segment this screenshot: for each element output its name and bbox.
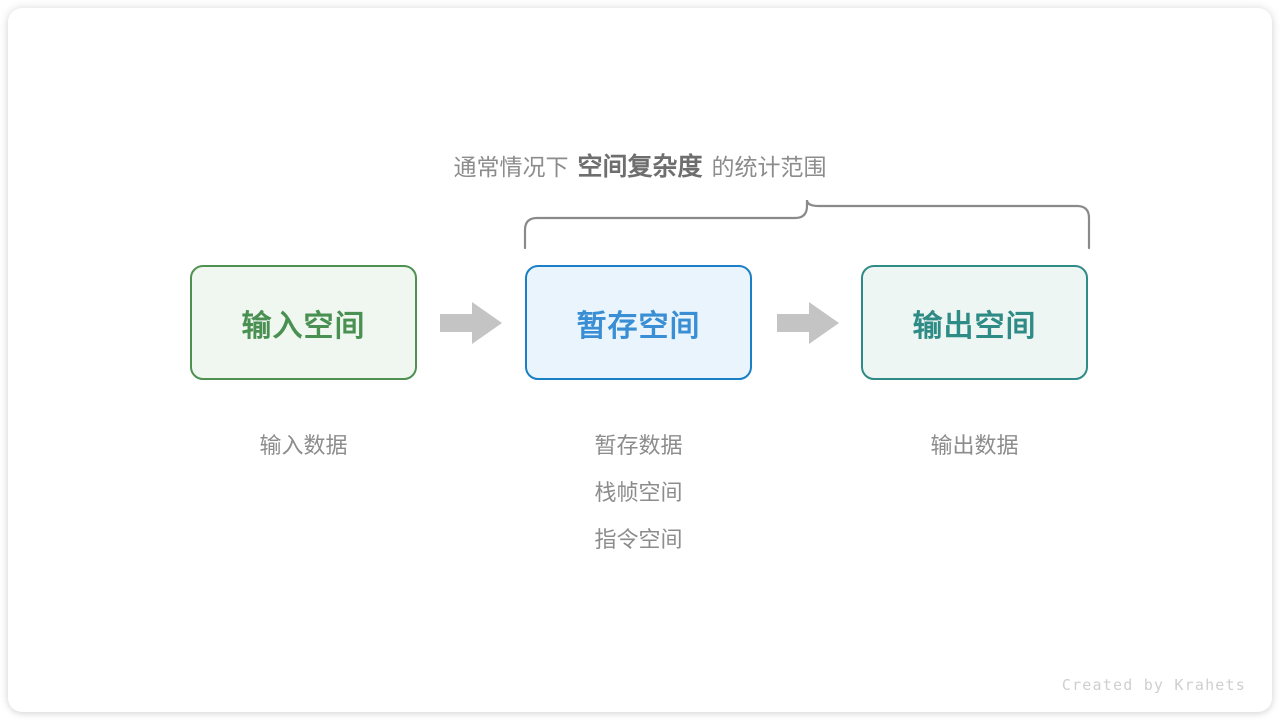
sub-caption-line: 输出数据 [930,433,1019,458]
sub-caption-line: 暂存数据 [594,433,683,458]
arrow-right-icon [777,302,839,344]
curly-brace-icon [523,199,1091,250]
diagram-caption: 通常情况下空间复杂度的统计范围 [0,150,1280,184]
sub-caption-temp: 暂存数据 栈帧空间 指令空间 [525,422,752,563]
caption-prefix: 通常情况下 [453,154,569,180]
box-output-space-label: 输出空间 [912,309,1037,343]
caption-emphasis: 空间复杂度 [577,153,703,181]
box-temp-space-label: 暂存空间 [576,309,701,343]
caption-suffix: 的统计范围 [711,154,827,180]
sub-caption-input: 输入数据 [190,422,417,469]
box-input-space-label: 输入空间 [241,309,366,343]
box-input-space[interactable]: 输入空间 [190,265,417,380]
sub-caption-output: 输出数据 [861,422,1088,469]
arrow-right-icon [440,302,502,344]
box-temp-space[interactable]: 暂存空间 [525,265,752,380]
sub-caption-line: 栈帧空间 [594,480,683,505]
sub-caption-line: 指令空间 [594,527,683,552]
credit-footer: Created by Krahets [1061,676,1246,694]
sub-caption-line: 输入数据 [259,433,348,458]
box-output-space[interactable]: 输出空间 [861,265,1088,380]
